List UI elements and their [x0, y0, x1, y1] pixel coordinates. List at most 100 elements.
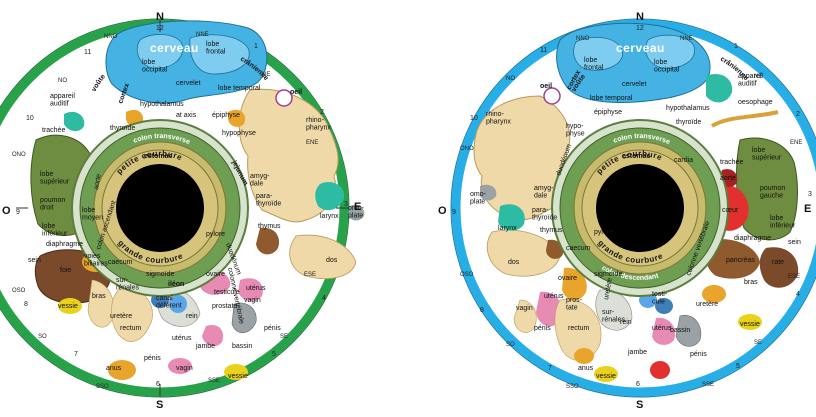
dir-SO-r: SO: [506, 342, 515, 348]
dir-SSO: SSO: [96, 384, 109, 390]
dir-NNE: NNE: [196, 32, 209, 38]
dir-S: S: [156, 399, 163, 411]
back-shape-r: [486, 229, 561, 277]
label-ileon: iléon: [168, 281, 184, 288]
spleen-shape: [759, 247, 799, 288]
label-hypothalamus-r: hypothalamus: [666, 105, 710, 112]
label-cardia-r: cardia: [674, 157, 693, 164]
dir-N: N: [156, 11, 164, 23]
dir-SE-r: SE: [754, 340, 762, 346]
label-uterus-r: utérus: [544, 293, 564, 300]
label-rein: rein: [186, 313, 198, 320]
dir-O: O: [2, 205, 11, 217]
dir-NNO-r: NNO: [576, 36, 590, 42]
left-ticks: [16, 20, 348, 396]
hour-10: 10: [26, 115, 34, 122]
hour-1: 1: [254, 43, 258, 50]
dir-O-r: O: [438, 205, 447, 217]
label-bras: bras: [92, 293, 106, 300]
omoplate-shape: [348, 204, 365, 221]
right-compass: N S O E NNO NO ONO OSO SO SSO NNE NE ENE…: [438, 11, 812, 411]
label-thymus-r: thymus: [540, 227, 563, 234]
label-hypophyse: hypophyse: [222, 130, 256, 137]
testicle-shape: [169, 295, 187, 313]
dir-NE: NE: [262, 72, 270, 78]
ovary-shape-r: [562, 267, 587, 301]
label-hypothalamus: hypothalamus: [140, 101, 184, 108]
hour-5: 5: [272, 351, 276, 358]
label-omoplate: omo-plate: [348, 205, 365, 220]
dir-NNE-r: NNE: [680, 36, 693, 42]
right-outer-rim: [450, 18, 816, 398]
left-compass: N S O E NNO NO ONO OSO SO SSO NNE NE ENE…: [2, 11, 361, 411]
right-pupil: [596, 164, 684, 252]
uterus-lower-shape: [202, 324, 224, 347]
larynx-shape: [315, 181, 345, 211]
label-trachee: trachée: [42, 127, 65, 134]
label-cervelet-r: cervelet: [622, 81, 647, 88]
label-thyroide: thyroïde: [110, 125, 135, 132]
label-penis: pénis: [144, 355, 161, 362]
uterus-lower-shape-r: [652, 317, 676, 345]
label-caecum-r: caecum: [566, 245, 591, 252]
label-uretere: uretère: [110, 313, 132, 320]
label-anus-r: anus: [578, 365, 594, 372]
label-prostate: prostate: [212, 303, 237, 310]
label-ovaire-r: ovaire: [558, 275, 577, 282]
label-bassin-r: bassin: [670, 327, 690, 334]
hour-4-r: 4: [796, 291, 800, 298]
label-amygdale-r: amyg-dale: [534, 185, 554, 200]
hour-7-r: 7: [548, 365, 552, 372]
ovary-blue-shape-r: [655, 298, 673, 314]
sur-renales-area-r: [595, 289, 633, 331]
label-pylore: pylore: [206, 231, 225, 238]
label-larynx-r: larynx: [498, 225, 517, 232]
label-coeur-r: cœur: [722, 207, 739, 214]
dir-NO-r: NO: [506, 76, 515, 82]
dir-NNO: NNO: [104, 34, 118, 40]
label-epiphyse: épiphyse: [212, 112, 240, 119]
label-sein-r: sein: [788, 239, 801, 246]
label-rectum: rectum: [120, 325, 142, 332]
dir-SO: SO: [38, 334, 47, 340]
hour-8: 8: [24, 301, 28, 308]
occipital-lobe-shape-r: [645, 34, 695, 69]
dir-NE-r: NE: [754, 74, 762, 80]
bladder-bottom-shape-r: [594, 366, 618, 382]
label-aorte-r: aorte: [720, 175, 736, 182]
label-trachee-r: trachée: [720, 159, 743, 166]
label-vessie-bottom-r: vessie: [596, 373, 616, 380]
label-cervelet: cervelet: [176, 80, 201, 87]
face-profile-shape: [238, 88, 339, 223]
dir-OSO-r: OSO: [460, 272, 474, 278]
label-caecum: caecum: [108, 259, 133, 266]
dir-SSO-r: SSO: [566, 384, 579, 390]
auditory-shape: [64, 111, 85, 132]
hour-12-r: 12: [636, 25, 644, 32]
label-at-axis: at axis: [176, 112, 197, 119]
hour-11: 11: [84, 49, 91, 56]
frontal-lobe-shape: [189, 34, 250, 75]
pelvis-bone-shape: [231, 302, 257, 334]
hour-8-r: 8: [480, 307, 484, 314]
hour-5-r: 5: [736, 363, 740, 370]
label-jambe-r: jambe: [627, 349, 647, 356]
label-sein: sein: [28, 257, 41, 264]
dir-E-r: E: [804, 203, 811, 215]
dir-ESE: ESE: [304, 272, 316, 278]
label-cerveau: cerveau: [150, 41, 199, 55]
label-thyroide-r: thyroïde: [676, 119, 701, 126]
label-oeil-r: oeil: [540, 83, 552, 90]
hour-6-r: 6: [636, 381, 640, 388]
left-iris-chart: colon transverse petite courbure grande …: [0, 11, 365, 411]
vagina-lower-shape: [168, 358, 192, 374]
label-dos-r: dos: [508, 259, 520, 266]
hour-9-r: 9: [452, 209, 456, 216]
label-rate-r: rate: [772, 259, 784, 266]
